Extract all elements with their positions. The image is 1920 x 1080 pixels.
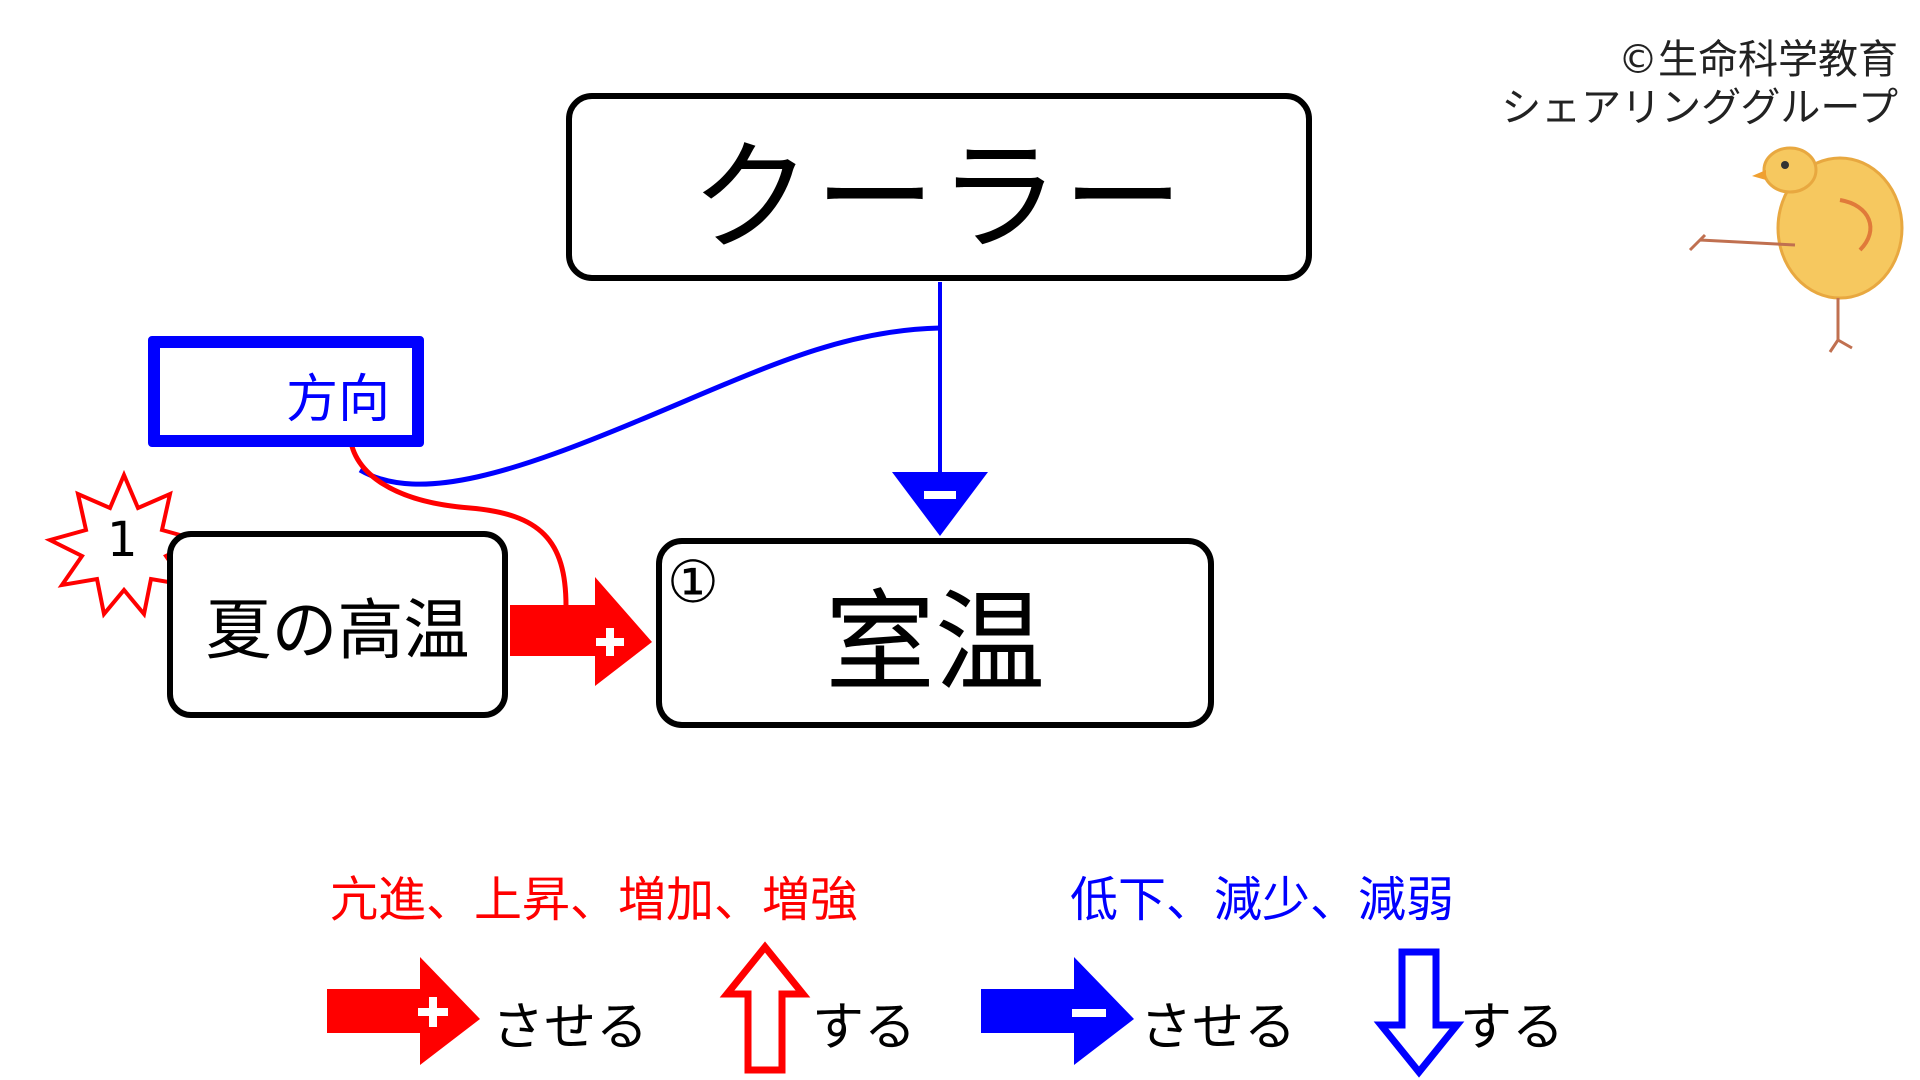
legend-label-red-up: する [812,998,917,1058]
direction-blue-curve [358,325,941,487]
legend-decrease-terms: 低下、減少、減弱 [1070,872,1455,928]
copyright: ©生命科学教育 シェアリンググループ [1501,36,1898,132]
direction-box [148,336,424,447]
summer-heat-label: 夏の高温 [205,591,470,669]
direction-red-curve [347,431,569,607]
minus-sign-icon [924,491,956,499]
copyright-line1: ©生命科学教育 [1618,37,1898,83]
legend-blue-down-arrow [1373,948,1465,1078]
plus-sign-v [606,628,614,656]
legend-red-plus-arrow [327,957,480,1065]
summer-to-room-arrow [510,577,652,686]
burst-number: 1 [107,512,138,568]
cooler-label: クーラー [691,129,1187,268]
copyright-line2: シェアリンググループ [1501,85,1898,131]
room-temp-label: 室温 [825,579,1045,707]
cooler-node: クーラー [566,93,1312,281]
cooler-to-room-arrowhead [892,472,988,536]
direction-label: 方向 [286,370,391,430]
legend-blue-minus-arrow [981,957,1134,1065]
room-temp-node: 室温 [656,538,1214,728]
legend-label-red-plus: させる [492,998,649,1058]
legend-increase-terms: 亢進、上昇、増加、増強 [330,872,859,928]
chick-illustration [1688,146,1904,353]
legend-label-blue-down: する [1460,998,1565,1058]
room-temp-number: ① [667,548,719,616]
legend-label-blue-minus: させる [1140,998,1297,1058]
legend-red-up-arrow [719,941,811,1074]
summer-heat-node: 夏の高温 [167,531,508,718]
burst-icon [44,469,204,619]
